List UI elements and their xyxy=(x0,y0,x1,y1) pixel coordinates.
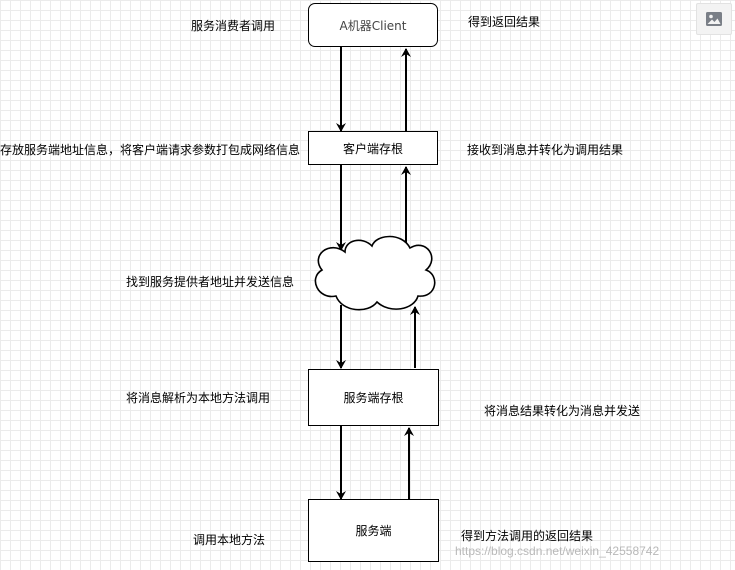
label-find-provider: 找到服务提供者地址并发送信息 xyxy=(126,275,295,289)
label-call-local: 调用本地方法 xyxy=(193,533,266,547)
image-icon xyxy=(706,12,722,26)
label-get-method-result: 得到方法调用的返回结果 xyxy=(461,529,594,543)
label-store-info: 存放服务端地址信息，将客户端请求参数打包成网络信息 xyxy=(0,143,301,157)
label-receive-convert: 接收到消息并转化为调用结果 xyxy=(467,143,624,157)
label-consumer-call: 服务消费者调用 xyxy=(191,19,276,33)
label-convert-result: 将消息结果转化为消息并发送 xyxy=(484,404,641,418)
image-button[interactable] xyxy=(696,3,732,35)
label-get-result: 得到返回结果 xyxy=(468,15,541,29)
client-node: A机器Client xyxy=(308,3,438,47)
watermark: https://blog.csdn.net/weixin_42558742 xyxy=(455,544,660,558)
server-stub-node: 服务端存根 xyxy=(308,369,439,426)
client-stub-node: 客户端存根 xyxy=(308,131,438,165)
server-node: 服务端 xyxy=(308,499,439,562)
label-parse-message: 将消息解析为本地方法调用 xyxy=(126,391,271,405)
network-cloud xyxy=(314,235,436,311)
